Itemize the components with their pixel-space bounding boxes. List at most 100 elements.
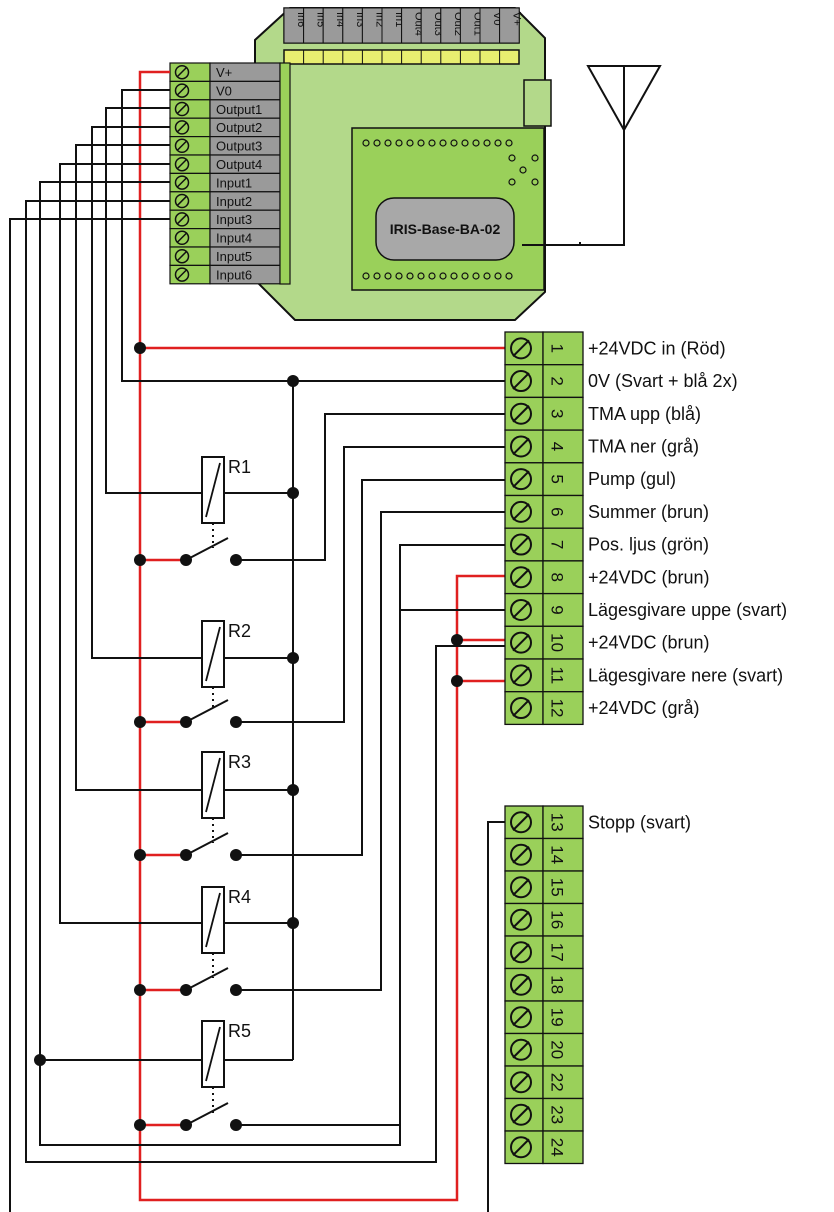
screw-icon (510, 370, 532, 393)
power-wire-main (138, 70, 505, 1202)
terminal-number: 6 (548, 507, 567, 516)
screw-icon (174, 230, 190, 246)
relay-label: R2 (228, 621, 251, 641)
terminal-number: 14 (548, 845, 567, 864)
terminal-number-cell (542, 837, 584, 872)
screw-icon (510, 566, 532, 589)
contact-terminal (230, 1119, 242, 1131)
terminal-number-cell (542, 625, 584, 660)
relay-label: R5 (228, 1021, 251, 1041)
header-pin-dot (406, 272, 414, 280)
side-pin-label: V0 (216, 83, 232, 98)
side-pin-label: Input2 (216, 194, 252, 209)
terminal-number-cell (542, 462, 584, 497)
antenna-connector (523, 79, 552, 127)
header-pin-dot (461, 272, 469, 280)
terminal-number: 2 (548, 376, 567, 385)
terminal-number: 18 (548, 975, 567, 994)
terminal-number: 12 (548, 699, 567, 718)
header-pin-dot (483, 139, 491, 147)
side-pin-label: Output4 (216, 157, 262, 172)
screw-icon (510, 631, 532, 654)
relay-label: R1 (228, 457, 251, 477)
relay-r1: R1 (134, 456, 251, 566)
terminal-number: 11 (548, 667, 567, 685)
screw-icon (510, 973, 532, 996)
side-pin-label: Input4 (216, 231, 252, 246)
header-pin-dot (428, 272, 436, 280)
terminal-number: 8 (548, 573, 567, 582)
terminal-number: 16 (548, 910, 567, 929)
terminal-number-cell (542, 691, 584, 726)
terminal-number-cell (542, 805, 584, 840)
terminal-label: TMA upp (blå) (588, 404, 701, 424)
header-pin-dot (439, 272, 447, 280)
screw-icon (510, 337, 532, 360)
screw-icon (510, 908, 532, 931)
header-pin-dot (384, 139, 392, 147)
led-dots (508, 154, 539, 186)
screw-icon (174, 120, 190, 135)
terminal-label: Stopp (svart) (588, 812, 691, 832)
screw-icon (174, 175, 190, 190)
top-pin (499, 7, 520, 44)
terminal-number: 13 (548, 813, 567, 832)
terminal-number-cell (542, 592, 584, 627)
screw-icon (510, 1103, 532, 1126)
terminal-number: 24 (548, 1138, 567, 1157)
screw-icon (510, 697, 532, 720)
header-pin-dot (417, 139, 425, 147)
relay-r3: R3 (134, 751, 251, 861)
relay-switch (185, 699, 229, 723)
terminal-number-cell (542, 494, 584, 529)
terminal-number-cell (542, 658, 584, 693)
relay-r4: R4 (134, 886, 251, 996)
terminal-number: 5 (548, 474, 567, 483)
header-pin-dot (461, 139, 469, 147)
wiring (9, 70, 505, 1212)
terminal-label: +24VDC in (Röd) (588, 338, 726, 358)
terminal-number: 4 (548, 442, 567, 451)
terminal-number: 17 (548, 943, 567, 962)
contact-terminal (230, 984, 242, 996)
screw-icon (174, 248, 190, 264)
contact-terminal (230, 716, 242, 728)
contact-terminal (230, 554, 242, 566)
header-pin-dot (450, 139, 458, 147)
screw-icon (510, 664, 532, 687)
side-pin-label: Input5 (216, 249, 252, 264)
terminal-number: 7 (548, 540, 567, 549)
terminal-number: 22 (548, 1073, 567, 1092)
terminal-number-cell (542, 1130, 584, 1165)
side-pin-label: Output1 (216, 102, 262, 117)
terminal-number-cell (542, 935, 584, 970)
terminal-label: 0V (Svart + blå 2x) (588, 371, 738, 391)
terminal-label: Pos. ljus (grön) (588, 535, 709, 555)
header-pin-dot (373, 272, 381, 280)
header-pin-dot (428, 139, 436, 147)
relay-switch (185, 1102, 229, 1126)
screw-icon (510, 1136, 532, 1159)
terminal-label: +24VDC (grå) (588, 698, 700, 718)
terminal-label: Lägesgivare nere (svart) (588, 665, 783, 685)
side-pin-label: Input1 (216, 175, 252, 190)
contact-terminal (230, 849, 242, 861)
screw-icon (510, 811, 532, 834)
terminal-number-cell (542, 396, 584, 431)
junction-dots (34, 342, 463, 1066)
header-pin-dot (505, 139, 513, 147)
top-pin-label: V+ (511, 12, 523, 26)
header-pin-dot (362, 139, 370, 147)
terminal-number-cell (542, 364, 584, 399)
screw-icon (510, 533, 532, 556)
side-pin-label: Input6 (216, 267, 252, 282)
terminal-number-cell (542, 1065, 584, 1100)
screw-icon (510, 468, 532, 491)
header-pin-dot (483, 272, 491, 280)
terminal-label: +24VDC (brun) (588, 567, 710, 587)
chip (375, 197, 515, 261)
header-pin-dot (505, 272, 513, 280)
